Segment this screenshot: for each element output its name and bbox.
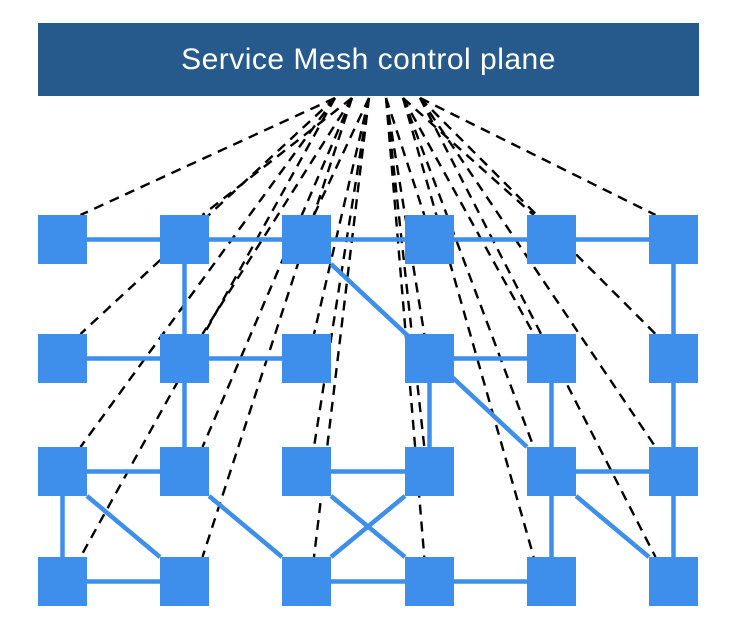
service-node-r2c6 bbox=[649, 334, 698, 383]
service-node-r2c1 bbox=[38, 334, 87, 383]
service-node-r2c4 bbox=[405, 334, 454, 383]
service-node-r3c4 bbox=[405, 447, 454, 496]
control-plane-link-r1c2 bbox=[201, 97, 353, 216]
mesh-link-diagonal-2 bbox=[85, 494, 162, 559]
service-node-r1c5 bbox=[527, 215, 576, 264]
mesh-link-diagonal-3 bbox=[207, 494, 284, 559]
service-node-r3c5 bbox=[527, 447, 576, 496]
control-plane-header: Service Mesh control plane bbox=[38, 23, 699, 96]
service-node-r2c2 bbox=[160, 334, 209, 383]
service-node-r3c1 bbox=[38, 447, 87, 496]
control-plane-link-r4c5 bbox=[401, 97, 535, 558]
service-node-r4c1 bbox=[38, 557, 87, 606]
control-plane-link-r1c4 bbox=[384, 97, 426, 216]
control-plane-link-r2c5 bbox=[401, 97, 535, 335]
service-node-r1c2 bbox=[160, 215, 209, 264]
service-node-r4c6 bbox=[649, 557, 698, 606]
service-node-r1c3 bbox=[282, 215, 331, 264]
service-node-r2c3 bbox=[282, 334, 331, 383]
control-plane-link-r3c4 bbox=[384, 97, 426, 448]
control-plane-link-r2c2 bbox=[201, 97, 353, 335]
service-node-r2c5 bbox=[527, 334, 576, 383]
control-plane-link-r4c3 bbox=[312, 97, 371, 558]
control-plane-link-r3c6 bbox=[419, 97, 657, 448]
service-node-r3c6 bbox=[649, 447, 698, 496]
control-plane-link-r2c6 bbox=[419, 97, 657, 335]
service-node-r4c3 bbox=[282, 557, 331, 606]
service-node-r4c4 bbox=[405, 557, 454, 606]
mesh-link-diagonal-6 bbox=[574, 494, 651, 559]
control-plane-link-r4c6 bbox=[418, 97, 657, 558]
control-plane-link-r3c2 bbox=[201, 97, 354, 448]
service-node-r3c3 bbox=[282, 447, 331, 496]
service-node-r1c4 bbox=[405, 215, 454, 264]
control-plane-link-r1c1 bbox=[79, 96, 336, 217]
service-node-r4c5 bbox=[527, 557, 576, 606]
mesh-link-diagonal-5 bbox=[329, 494, 407, 559]
control-plane-link-r4c2 bbox=[201, 97, 354, 558]
control-plane-link-r3c5 bbox=[401, 97, 535, 448]
control-plane-link-r1c6 bbox=[419, 96, 657, 217]
control-plane-link-r1c3 bbox=[312, 97, 371, 216]
control-plane-link-r2c3 bbox=[312, 97, 371, 335]
service-node-r4c2 bbox=[160, 557, 209, 606]
service-node-r1c6 bbox=[649, 215, 698, 264]
control-plane-title: Service Mesh control plane bbox=[181, 42, 556, 76]
control-plane-link-r3c1 bbox=[79, 97, 336, 448]
service-node-r3c2 bbox=[160, 447, 209, 496]
control-plane-link-r4c1 bbox=[79, 97, 337, 558]
control-plane-link-r1c5 bbox=[402, 97, 535, 216]
service-node-r1c1 bbox=[38, 215, 87, 264]
